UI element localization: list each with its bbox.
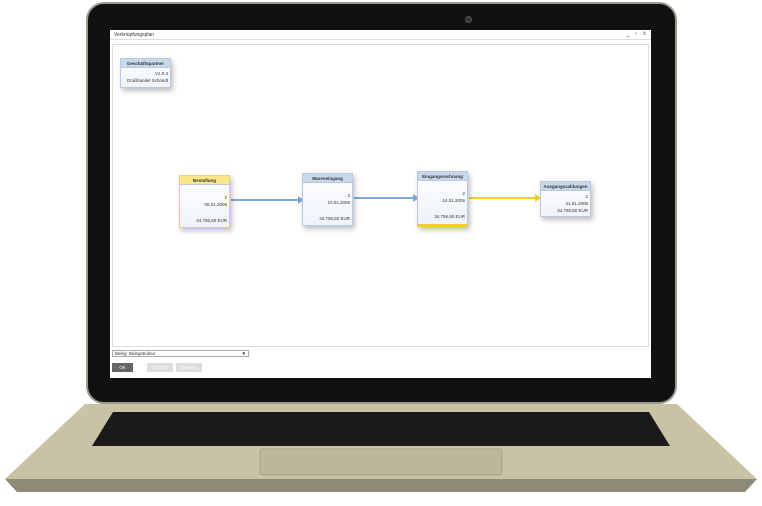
node-header: Wareneingang: [303, 174, 352, 183]
dropdown-arrow-icon: ▼: [241, 351, 246, 356]
keyboard: [92, 412, 670, 446]
node-amount: 34.756,50 EUR: [557, 208, 588, 213]
dropdown-value: Beleg: Belegstruktur: [115, 351, 156, 356]
node-count: 2: [462, 191, 465, 196]
node-header: Bestellung: [180, 176, 229, 185]
back-button[interactable]: Zurück: [147, 363, 173, 372]
window-controls[interactable]: _ ▫ x: [626, 31, 648, 37]
node-header: Geschäftspartner: [121, 59, 170, 68]
structure-dropdown[interactable]: Beleg: Belegstruktur ▼: [112, 350, 249, 357]
base-edge: [5, 479, 757, 492]
app-window: Verknüpfungsplan _ ▫ x Geschäftspartner …: [110, 30, 651, 378]
partner-node[interactable]: Geschäftspartner V1.0.3 Großhandel Schmi…: [120, 58, 171, 88]
node-count: 2: [224, 195, 227, 200]
camera-icon: [465, 16, 472, 23]
document-node-goods-receipt[interactable]: Wareneingang 2 10.01.2006 34.756,50 EUR: [302, 173, 353, 226]
partner-name: Großhandel Schmidt: [126, 78, 168, 83]
arrowhead-1: [298, 196, 304, 204]
title-bar: Verknüpfungsplan _ ▫ x: [110, 30, 651, 40]
arrowhead-2: [413, 194, 419, 202]
laptop-base: [5, 404, 757, 492]
node-date: 10.01.2006: [327, 200, 350, 205]
node-amount: 34.756,50 EUR: [434, 214, 465, 219]
node-date: 14.01.2006: [442, 198, 465, 203]
connectors: [231, 194, 541, 204]
window-title: Verknüpfungsplan: [114, 32, 155, 38]
print-button[interactable]: Drucken: [176, 363, 202, 372]
document-node-order[interactable]: Bestellung 2 05.01.2006 34.756,50 EUR: [179, 175, 230, 228]
node-count: 2: [347, 193, 350, 198]
footer: Beleg: Belegstruktur ▼ OK Zurück Drucken: [110, 348, 651, 378]
node-header: Eingangsrechnung: [418, 172, 467, 181]
node-count: 2: [585, 194, 588, 199]
document-node-payments[interactable]: Ausgangszahlungen 2 31.01.2006 34.756,50…: [540, 181, 591, 217]
arrowhead-3: [535, 194, 541, 202]
node-amount: 34.756,50 EUR: [319, 216, 350, 221]
partner-id: V1.0.3: [154, 71, 168, 76]
document-node-invoice[interactable]: Eingangsrechnung 2 14.01.2006 34.756,50 …: [417, 171, 468, 227]
node-amount: 34.756,50 EUR: [196, 218, 227, 223]
trackpad[interactable]: [259, 448, 503, 476]
relationship-map: Geschäftspartner V1.0.3 Großhandel Schmi…: [112, 44, 649, 347]
node-date: 05.01.2006: [204, 202, 227, 207]
node-header: Ausgangszahlungen: [541, 182, 590, 191]
ok-button[interactable]: OK: [112, 363, 133, 372]
node-date: 31.01.2006: [565, 201, 588, 206]
